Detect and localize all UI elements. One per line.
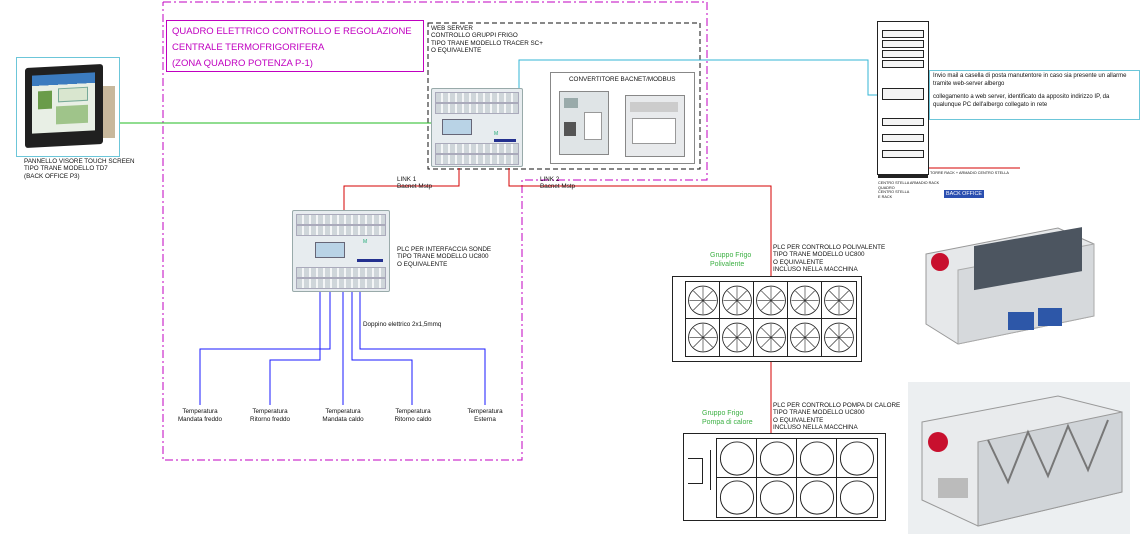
fan-icon: [753, 318, 789, 357]
plc-sonde-caption: PLC PER INTERFACCIA SONDE TIPO TRANE MOD…: [397, 246, 492, 268]
polivalente-label: Gruppo Frigo Polivalente: [710, 252, 752, 268]
touch-panel-screen: [32, 72, 95, 134]
link-1-label: LINK 1 Bacnet Mstp: [397, 176, 432, 191]
pompa-plc-caption: PLC PER CONTROLLO POMPA DI CALORE TIPO T…: [773, 402, 901, 432]
fan-icon: [821, 281, 857, 320]
fan-icon: [787, 318, 823, 357]
fan-icon: [796, 477, 838, 518]
doppino-label: Doppino elettrico 2x1,5mmq: [363, 321, 442, 328]
fan-icon: [756, 438, 798, 479]
sensor-wire-5: [359, 290, 486, 405]
sensor-wire-2: [269, 290, 321, 405]
fan-icon: [716, 438, 758, 479]
fan-icon: [685, 281, 721, 320]
touch-panel-caption: PANNELLO VISORE TOUCH SCREEN TIPO TRANE …: [24, 158, 135, 180]
rack-label-red: TORRE RACK + ARMADIO CENTRO STELLA: [930, 171, 1009, 175]
title-line-2: CENTRALE TERMOFRIGORIFERA: [172, 42, 325, 53]
converter-device-2: [625, 95, 685, 157]
fan-icon: [719, 281, 755, 320]
web-server-box: [427, 22, 701, 170]
pompa-unit-panel: [684, 450, 711, 490]
zone-quadro-border: [162, 1, 708, 461]
rack-note-line-2: collegamento a web server, identificato …: [933, 94, 1110, 108]
converter-caption: CONVERTITORE BACNET/MODBUS: [569, 76, 676, 83]
converter-device-1: [559, 91, 609, 155]
sensor-mandata-caldo: Temperatura Mandata caldo: [322, 408, 364, 423]
title-line-3: (ZONA QUADRO POTENZA P-1): [172, 58, 313, 69]
rack-note-line-1: Invio mail a casella di posta manutentor…: [933, 73, 1127, 87]
fan-icon: [796, 438, 838, 479]
pompa-unit: [683, 433, 886, 521]
chiller-photo-pompa: [908, 382, 1130, 534]
fan-icon: [787, 281, 823, 320]
fan-icon: [753, 281, 789, 320]
sensor-ritorno-freddo: Temperatura Ritorno freddo: [250, 408, 290, 423]
title-line-1: QUADRO ELETTRICO CONTROLLO E REGOLAZIONE: [172, 26, 412, 37]
touch-panel-frame: [16, 57, 120, 157]
rack-note: Invio mail a casella di posta manutentor…: [929, 70, 1140, 120]
fan-icon: [756, 477, 798, 518]
link-2-label: LINK 2 Bacnet Mstp: [540, 176, 575, 191]
web-server-caption: WEB SERVER CONTROLLO GRUPPI FRIGO TIPO T…: [431, 25, 543, 55]
chiller-photo-polivalente: [918, 220, 1098, 352]
sensor-wire-4: [351, 290, 413, 405]
fan-icon: [685, 318, 721, 357]
link-rack: [518, 59, 888, 96]
bacnet-modbus-converter: CONVERTITORE BACNET/MODBUS: [550, 72, 695, 164]
link-1-wire: [343, 168, 460, 210]
sensor-ritorno-caldo: Temperatura Ritorno caldo: [394, 408, 432, 423]
sensor-mandata-freddo: Temperatura Mandata freddo: [177, 408, 223, 423]
touch-panel-device: [25, 63, 103, 149]
pompa-label: Gruppo Frigo Pompa di calore: [702, 410, 753, 426]
touch-panel-side: [103, 86, 115, 138]
tracer-sc-controller: M: [431, 88, 523, 167]
rack-label-small: CENTRO STELLA ARMADIO RACK QUADRO CENTRO…: [878, 181, 940, 199]
server-rack: [877, 21, 929, 178]
fan-icon: [716, 477, 758, 518]
title-box: QUADRO ELETTRICO CONTROLLO E REGOLAZIONE…: [166, 20, 424, 72]
sensor-esterna: Temperatura Esterna: [467, 408, 503, 423]
fan-icon: [836, 438, 878, 479]
fan-icon: [836, 477, 878, 518]
back-office-badge: BACK OFFICE: [944, 190, 984, 198]
sensor-wire-1: [199, 290, 331, 405]
fan-icon: [821, 318, 857, 357]
polivalente-unit: [672, 276, 862, 362]
fan-icon: [719, 318, 755, 357]
polivalente-plc-caption: PLC PER CONTROLLO POLIVALENTE TIPO TRANE…: [773, 244, 886, 274]
plc-sonde: M: [292, 210, 390, 292]
